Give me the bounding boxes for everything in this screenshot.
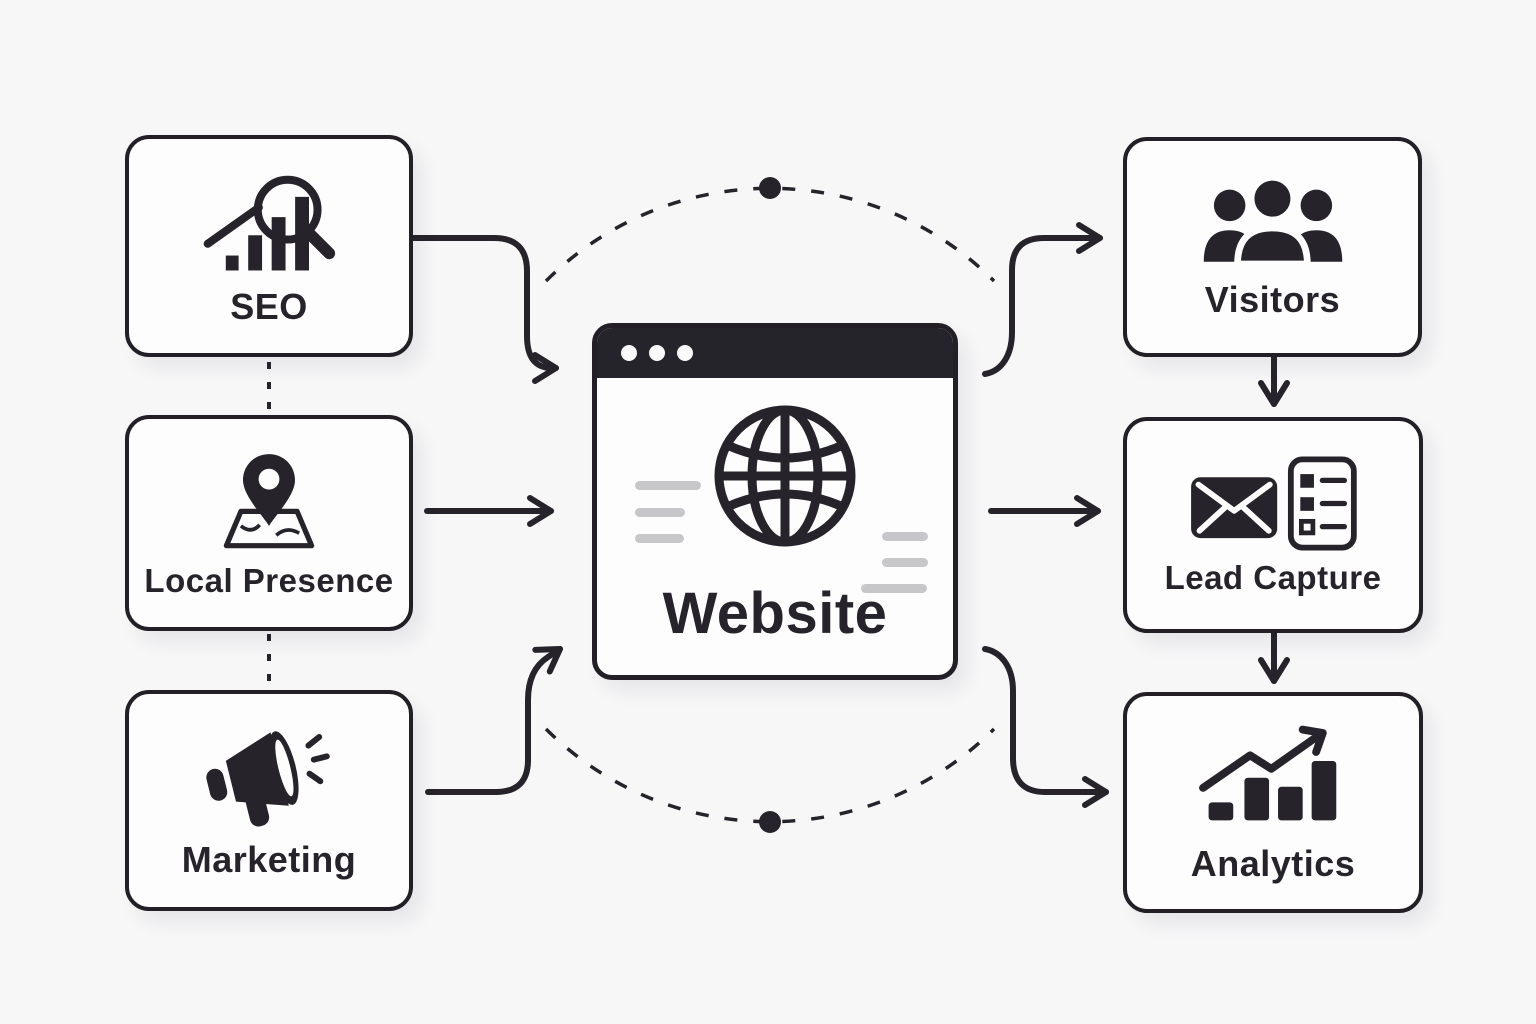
- node-label-visitors: Visitors: [1204, 279, 1341, 320]
- orbit-dot-top: [759, 177, 781, 199]
- node-label-marketing: Marketing: [181, 838, 357, 880]
- text-line: [861, 584, 927, 593]
- node-label-website: Website: [662, 581, 888, 646]
- window-dot: [621, 345, 637, 361]
- node-visitors: Visitors: [1123, 137, 1422, 357]
- browser-titlebar: [597, 328, 953, 378]
- text-line: [635, 508, 685, 517]
- node-label-seo: SEO: [230, 286, 308, 327]
- dashed-orbit: [544, 177, 996, 833]
- node-label-lead-capture: Lead Capture: [1164, 559, 1382, 596]
- node-local-presence: Local Presence: [125, 415, 413, 631]
- seo-magnifier-chart-icon: [203, 175, 336, 271]
- window-dot: [677, 345, 693, 361]
- globe-icon: [714, 405, 856, 547]
- window-dot: [649, 345, 665, 361]
- node-website: Website: [592, 323, 958, 680]
- envelope-checklist-icon: [1191, 456, 1357, 551]
- orbit-dot-bottom: [759, 811, 781, 833]
- text-line: [882, 532, 928, 541]
- bar-chart-trend-icon: [1199, 725, 1337, 820]
- megaphone-icon: [206, 730, 330, 826]
- map-pin-icon: [223, 453, 315, 548]
- people-group-icon: [1203, 176, 1342, 268]
- text-line: [635, 481, 701, 490]
- node-lead-capture: Lead Capture: [1123, 417, 1423, 633]
- node-label-local-presence: Local Presence: [144, 561, 394, 599]
- text-line: [635, 534, 684, 543]
- arrow-website-to-analytics: [982, 646, 1109, 808]
- arrow-marketing-to-website: [425, 646, 563, 795]
- text-line: [882, 558, 928, 567]
- node-analytics: Analytics: [1123, 692, 1423, 913]
- node-seo: SEO: [125, 135, 413, 357]
- node-marketing: Marketing: [125, 690, 413, 911]
- arrow-seo-to-website: [410, 235, 559, 384]
- node-label-analytics: Analytics: [1190, 842, 1356, 884]
- arrow-website-to-visitors: [982, 222, 1103, 377]
- browser-content: Website: [597, 378, 953, 675]
